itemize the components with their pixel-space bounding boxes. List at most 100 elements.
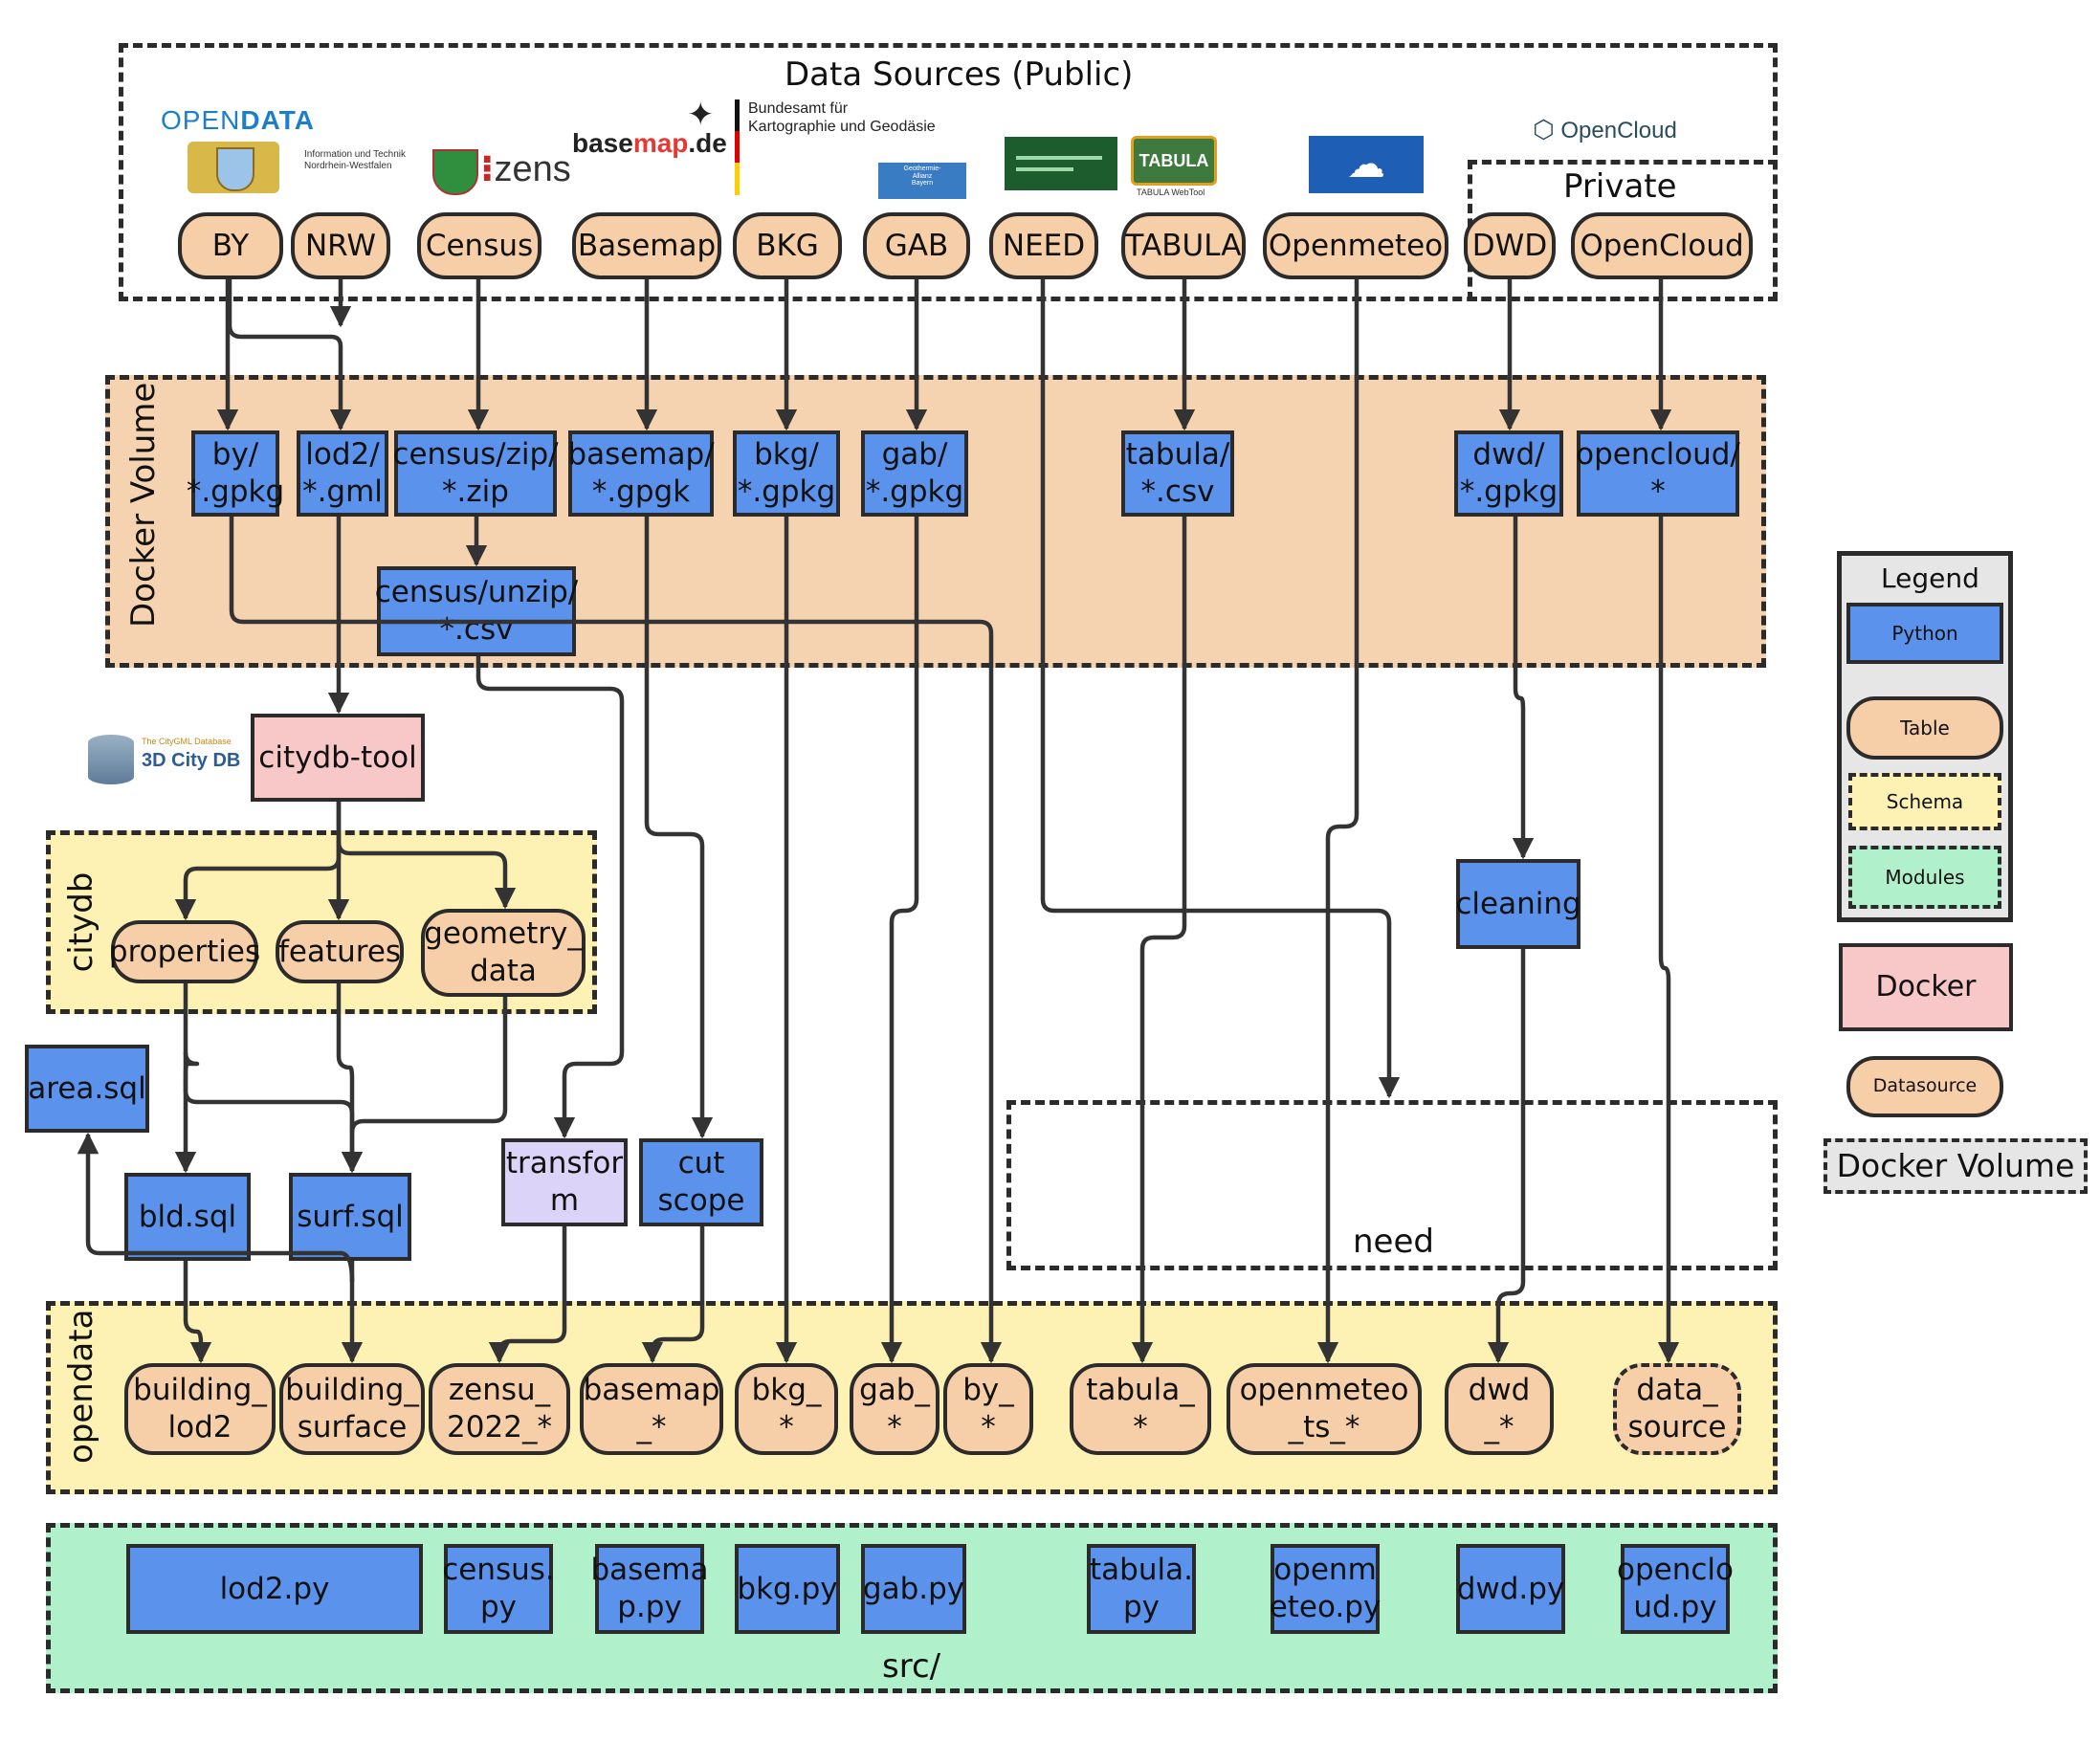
volume-lod2[interactable]: lod2/ *.gml (297, 430, 388, 517)
table-features[interactable]: features (276, 920, 404, 983)
table-openmeteo-ts[interactable]: openmeteo _ts_* (1227, 1363, 1422, 1455)
basemap-logo: basemap.de (572, 128, 727, 158)
citydb-tool[interactable]: citydb-tool (251, 714, 425, 802)
source-by[interactable]: BY (178, 212, 283, 279)
table-tabula[interactable]: tabula_ * (1070, 1363, 1211, 1455)
transform-step[interactable]: transfor m (501, 1138, 628, 1226)
volume-census-zip[interactable]: census/zip/ *.zip (392, 430, 559, 517)
bkg-logo: Bundesamt für Kartographie und Geodäsie (748, 100, 936, 136)
edge-by-to-lod2 (227, 279, 352, 431)
source-nrw[interactable]: NRW (291, 212, 390, 279)
source-opencloud[interactable]: OpenCloud (1571, 212, 1753, 279)
volume-tabula[interactable]: tabula/ *.csv (1121, 430, 1234, 517)
edge-basemapvol-to-cutscope (644, 517, 714, 1139)
cleaning-step[interactable]: cleaning (1455, 859, 1581, 949)
table-bkg[interactable]: bkg_ * (735, 1363, 838, 1455)
tabula-webtool-caption: TABULA WebTool (1137, 187, 1205, 197)
volume-by[interactable]: by/ *.gpkg (187, 430, 284, 517)
module-dwd[interactable]: dwd.py (1456, 1544, 1565, 1634)
edge-properties-to-bldsql (174, 1051, 200, 1174)
edge-transform-to-zensu (488, 1226, 567, 1364)
legend-docker-volume: Docker Volume (1824, 1138, 2088, 1194)
edge-cutscope-to-basemap (641, 1226, 705, 1364)
edge-openmeteo-to-table (1316, 279, 1359, 1364)
table-by[interactable]: by_ * (943, 1363, 1033, 1455)
source-bkg[interactable]: BKG (733, 212, 842, 279)
volume-gab[interactable]: gab/ *.gpkg (861, 430, 968, 517)
federal-eagle-icon: ✦ (687, 97, 715, 133)
module-openmeteo[interactable]: openm eteo.py (1270, 1544, 1381, 1634)
gab-logo: Geothermie- Allianz Bayern (878, 163, 966, 199)
source-need[interactable]: NEED (989, 212, 1098, 279)
edge-need-to-need-volume (1040, 279, 1401, 1099)
edge-citydb-tool-to-properties (174, 802, 342, 921)
source-basemap[interactable]: Basemap (572, 212, 721, 279)
volume-census-unzip[interactable]: census/unzip/ *.csv (375, 566, 578, 656)
source-openmeteo[interactable]: Openmeteo (1263, 212, 1448, 279)
edge-gabvol-to-table (880, 517, 919, 1364)
surf-sql[interactable]: surf.sql (289, 1173, 411, 1261)
it-nrw-logo: Information und Technik Nordrhein-Westfa… (304, 149, 406, 171)
edge-dwdvol-to-cleaning (1512, 517, 1535, 860)
edge-byvol-to-bytable (229, 517, 1003, 1364)
table-geometry-data[interactable]: geometry_ data (421, 909, 586, 997)
table-zensu-2022[interactable]: zensu_ 2022_* (429, 1363, 570, 1455)
source-dwd[interactable]: DWD (1464, 212, 1556, 279)
edge-properties-to-bld (183, 983, 364, 1174)
database-stack-icon (88, 735, 134, 784)
table-building-lod2[interactable]: building_ lod2 (124, 1363, 276, 1455)
module-lod2[interactable]: lod2.py (126, 1544, 423, 1634)
legend-docker: Docker (1839, 943, 2013, 1031)
bavaria-coat-of-arms-icon (188, 142, 279, 193)
opendata-logo: OPENDATA (161, 105, 315, 135)
volume-bkg[interactable]: bkg/ *.gpkg (733, 430, 840, 517)
table-data-source[interactable]: data_ source (1613, 1363, 1741, 1455)
source-gab[interactable]: GAB (863, 212, 970, 279)
data-sources-title: Data Sources (Public) (785, 55, 1134, 94)
legend-modules: Modules (1848, 846, 2001, 909)
module-basemap[interactable]: basema p.py (590, 1544, 709, 1634)
nrw-coat-of-arms-icon (432, 149, 478, 195)
edge-citydb-tool-to-geometry (336, 841, 517, 910)
opencloud-icon: ⬡ (1533, 115, 1555, 143)
area-sql[interactable]: area.sql (25, 1045, 149, 1133)
table-dwd[interactable]: dwd _* (1445, 1363, 1554, 1455)
need-region (1006, 1100, 1778, 1270)
volume-basemap[interactable]: basemap/ *.gpgk (567, 430, 715, 517)
legend-table: Table (1846, 696, 2003, 760)
legend-schema: Schema (1848, 773, 2001, 830)
zensus-logo: ⁝zens (480, 149, 571, 189)
module-bkg[interactable]: bkg.py (735, 1544, 840, 1634)
volume-dwd[interactable]: dwd/ *.gpkg (1454, 430, 1563, 517)
table-properties[interactable]: properties (109, 920, 260, 983)
german-flag-bar (735, 99, 740, 195)
source-tabula[interactable]: TABULA (1121, 212, 1246, 279)
module-census[interactable]: census. py (442, 1544, 555, 1634)
edge-tabulavol-to-table (1131, 517, 1187, 1364)
edge-cleaning-to-table (1487, 949, 1526, 1364)
opencloud-logo: ⬡ OpenCloud (1533, 115, 1677, 143)
weather-icon: ☁ (1309, 136, 1424, 193)
bld-sql[interactable]: bld.sql (124, 1173, 251, 1261)
legend-datasource: Datasource (1846, 1056, 2003, 1117)
src-title: src/ (882, 1647, 941, 1686)
edge-features-to-surf (336, 983, 364, 1174)
edge-unzip-to-transform (475, 656, 625, 1139)
cut-scope-step[interactable]: cut scope (639, 1138, 763, 1226)
need-title: need (1353, 1223, 1434, 1261)
source-census[interactable]: Census (417, 212, 542, 279)
legend-title: Legend (1881, 562, 1979, 594)
volume-opencloud[interactable]: opencloud/ * (1576, 430, 1740, 517)
edge-opencloudvol-to-datasource (1657, 517, 1680, 1364)
table-basemap[interactable]: basemap _* (580, 1363, 723, 1455)
module-gab[interactable]: gab.py (861, 1544, 966, 1634)
tabula-logo: TABULA (1131, 136, 1217, 186)
module-opencloud[interactable]: openclo ud.py (1617, 1544, 1734, 1634)
table-gab[interactable]: gab_ * (850, 1363, 939, 1455)
module-tabula[interactable]: tabula. py (1087, 1544, 1196, 1634)
edge-bld-to-area (77, 1132, 355, 1283)
edge-geometry-to-surf (349, 997, 508, 1134)
table-building-surface[interactable]: building_ surface (279, 1363, 425, 1455)
